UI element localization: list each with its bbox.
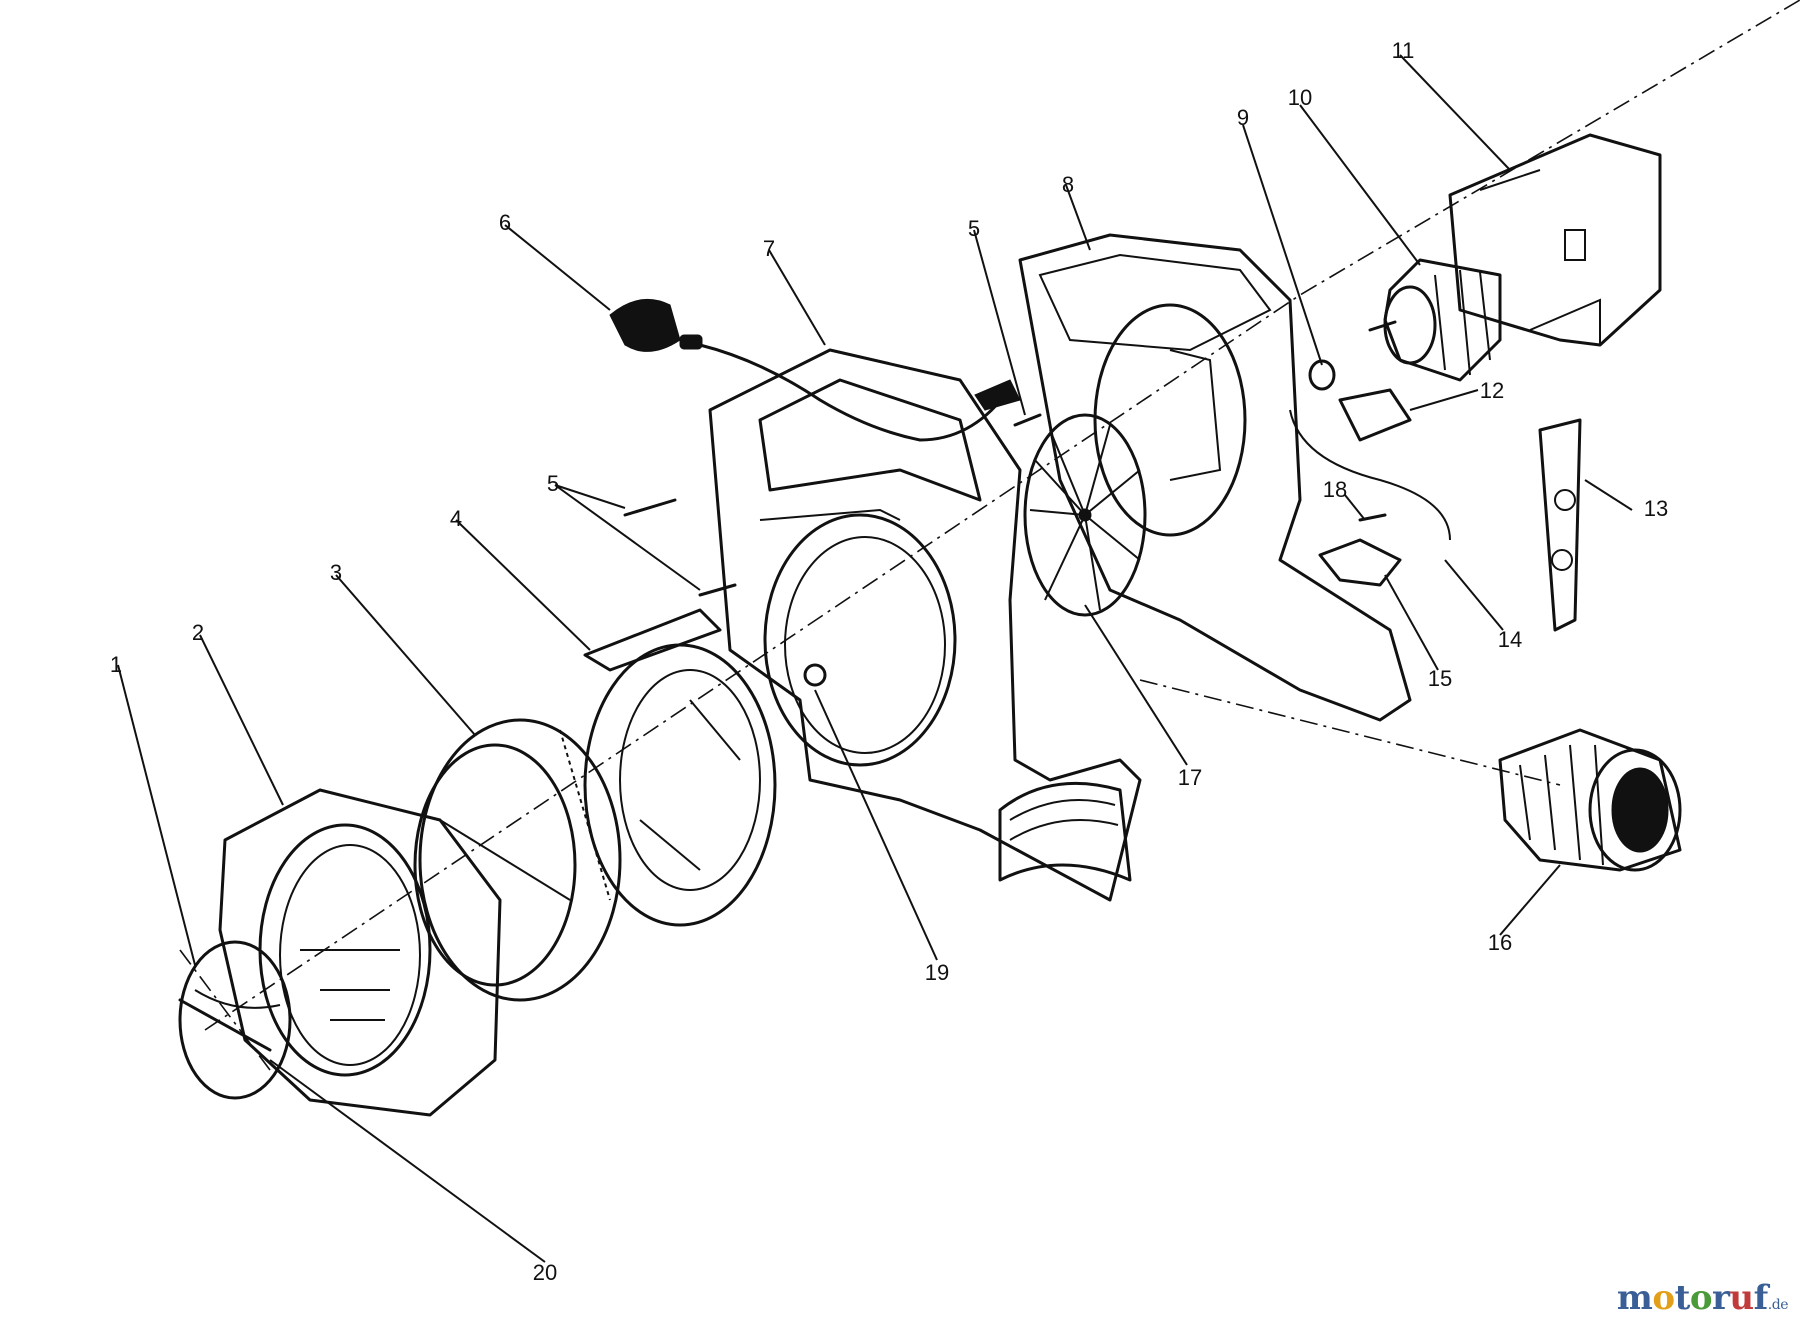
part-4-impeller-guard [583,608,777,927]
callout-7: 7 [763,236,775,261]
part-5-screws [623,413,1042,597]
part-17-impeller-fan [1023,413,1147,617]
watermark-letter: o [1689,1278,1713,1318]
callout-6: 6 [499,210,511,235]
part-9-washer [1308,359,1336,391]
part-6-power-cord [609,298,1021,442]
leader-lines [117,54,1633,1263]
part-13-side-plate [1538,418,1582,632]
part-11-rear-cap [1448,133,1662,347]
part-19-grommet [803,663,827,687]
part-15-switch-bracket [1318,538,1402,587]
callout-13: 13 [1644,496,1668,521]
watermark-letter: u [1729,1278,1754,1318]
callout-10: 10 [1288,85,1312,110]
part-12-switch [1289,388,1451,541]
callout-17: 17 [1178,765,1202,790]
callout-5-left: 5 [547,471,559,496]
part-8-rear-housing [1018,233,1412,722]
watermark-brand: motoruf [1617,1278,1768,1318]
assembly-axis [204,0,1800,1031]
callout-8: 8 [1062,172,1074,197]
callout-3: 3 [330,560,342,585]
callout-12: 12 [1480,378,1504,403]
callout-16: 16 [1488,930,1512,955]
callout-11: 11 [1392,38,1415,63]
watermark-letter: t [1674,1278,1691,1318]
part-20-cover-insert [178,998,272,1052]
callout-20: 20 [533,1260,557,1285]
watermark-letter: r [1712,1278,1730,1318]
assembly-axis-lower [179,679,1561,1071]
callout-14: 14 [1498,627,1522,652]
callout-1: 1 [110,652,122,677]
watermark-suffix: .de [1767,1297,1789,1313]
part-3-filter-ring [413,718,622,1002]
watermark-letter: o [1652,1278,1675,1318]
callout-19: 19 [925,960,949,985]
watermark-logo: motoruf.de [1617,1278,1789,1318]
part-10-motor [1368,258,1502,382]
callout-15: 15 [1428,666,1452,691]
callout-labels: 1 2 3 4 5 5 6 7 8 9 10 11 12 13 14 15 16… [110,38,1668,1285]
callout-4: 4 [450,506,462,531]
part-7-main-housing [708,348,1142,902]
watermark-letter: f [1753,1278,1769,1318]
callout-5-center: 5 [968,216,980,241]
callout-2: 2 [192,620,204,645]
watermark-letter: m [1616,1278,1653,1318]
callout-18: 18 [1323,477,1347,502]
part-2-front-housing [218,788,502,1117]
callout-9: 9 [1237,105,1249,130]
part-16-nozzle [1498,728,1682,872]
